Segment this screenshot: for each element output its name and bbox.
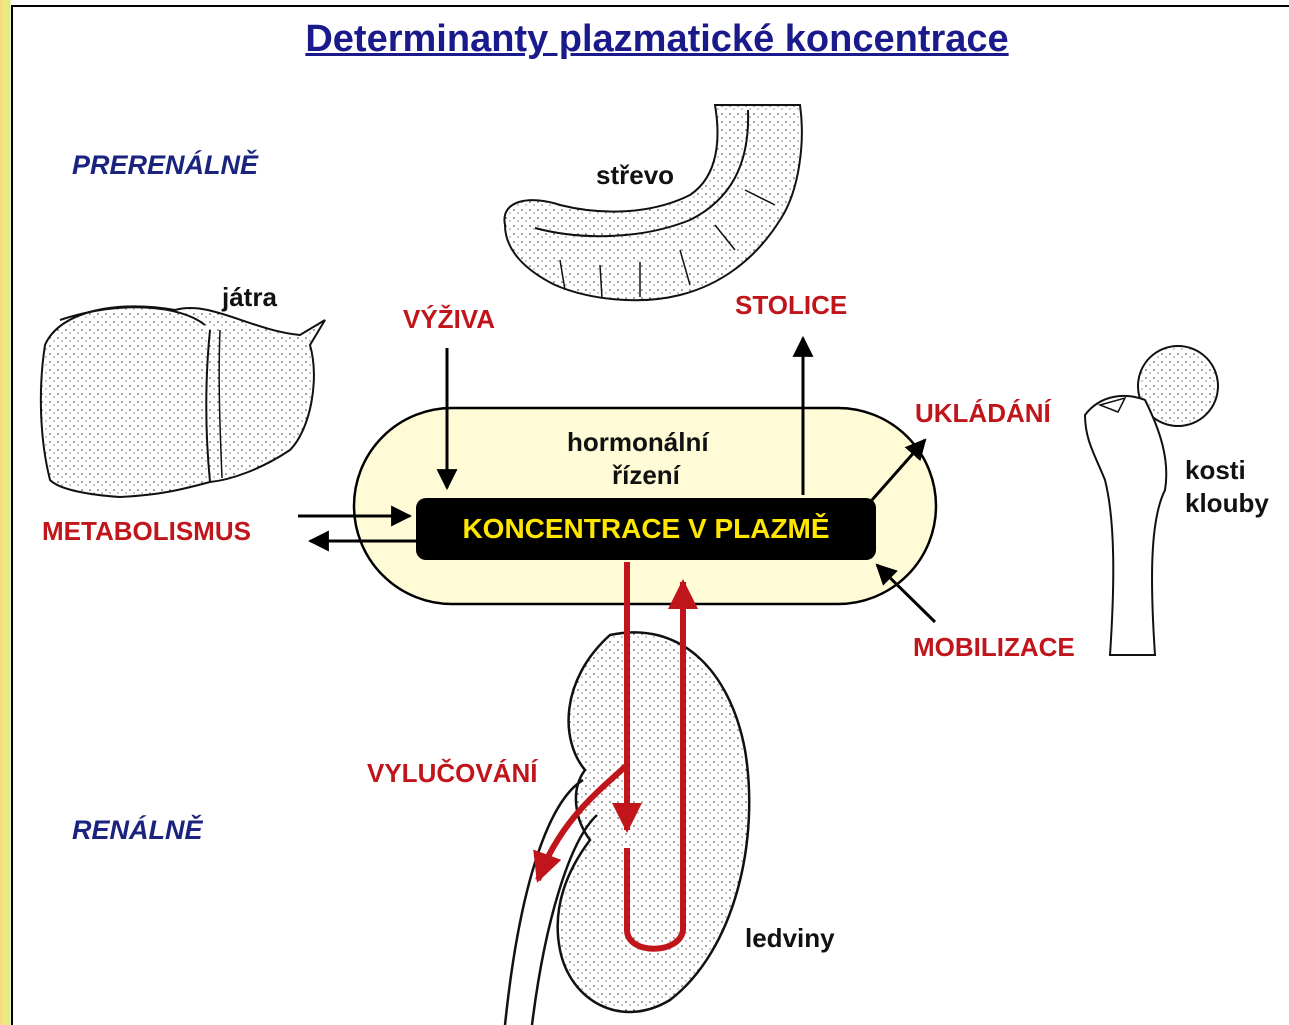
plasma-concentration-box: KONCENTRACE V PLAZMĚ	[416, 498, 876, 560]
label-joints: klouby	[1185, 488, 1269, 519]
label-metabolism: METABOLISMUS	[42, 516, 251, 547]
label-mobilization: MOBILIZACE	[913, 632, 1075, 663]
label-bone: kosti	[1185, 455, 1246, 486]
plasma-concentration-label: KONCENTRACE V PLAZMĚ	[462, 513, 829, 545]
page-title: Determinanty plazmatické koncentrace	[0, 18, 1289, 61]
label-kidney: ledviny	[745, 923, 835, 954]
liver-illustration	[41, 306, 325, 497]
label-nutrition: VÝŽIVA	[403, 304, 495, 335]
intestine-illustration	[504, 105, 801, 300]
label-regulation-2: řízení	[612, 460, 680, 491]
label-excretion: VYLUČOVÁNÍ	[367, 758, 537, 789]
label-storage: UKLÁDÁNÍ	[915, 398, 1051, 429]
section-prerenal: PRERENÁLNĚ	[72, 150, 258, 181]
label-regulation-1: hormonální	[567, 427, 709, 458]
label-liver: játra	[222, 282, 277, 313]
label-stool: STOLICE	[735, 290, 847, 321]
section-renal: RENÁLNĚ	[72, 815, 203, 846]
label-intestine: střevo	[596, 160, 674, 191]
